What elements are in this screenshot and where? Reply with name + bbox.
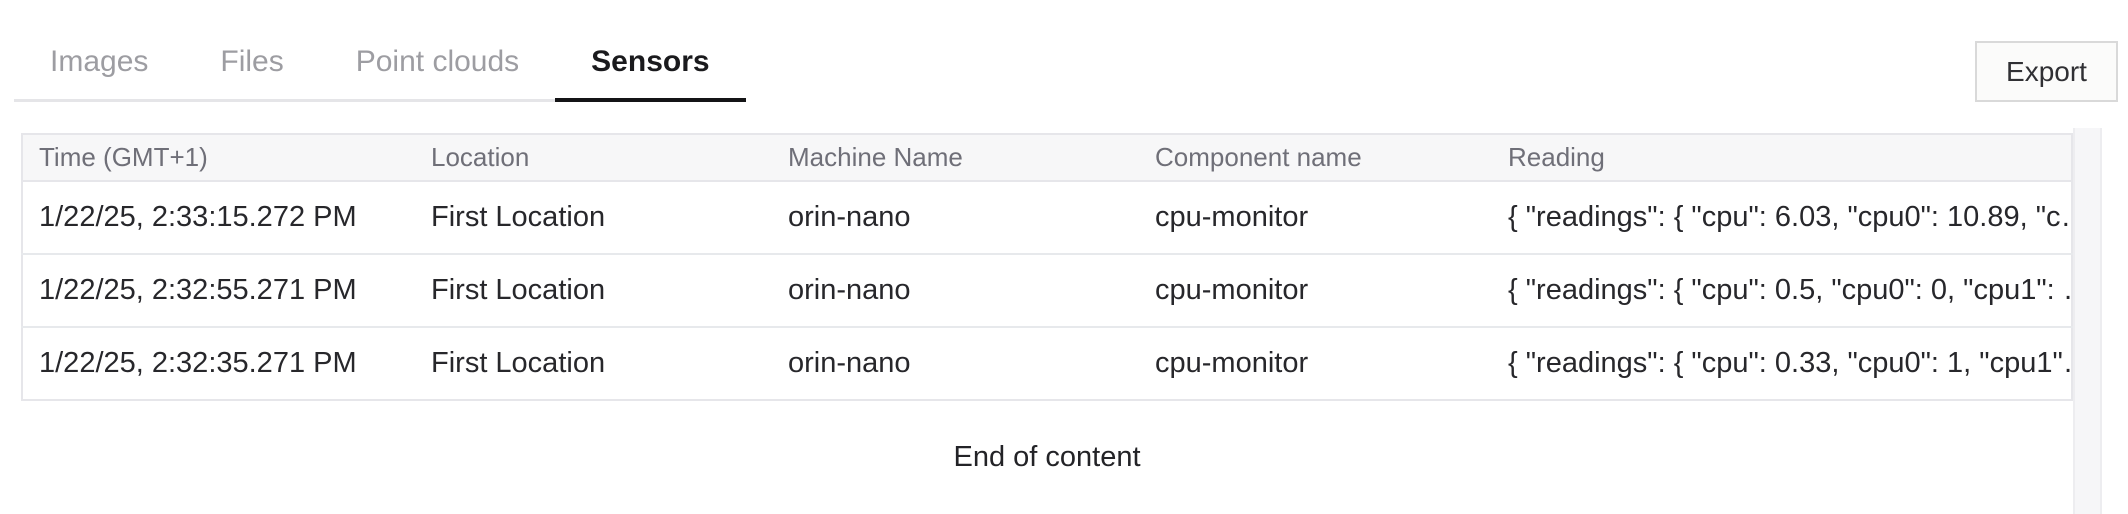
table-row: 1/22/25, 2:33:15.272 PM First Location o… (22, 181, 2072, 254)
column-header-time: Time (GMT+1) (22, 134, 415, 182)
cell-time: 1/22/25, 2:33:15.272 PM (39, 201, 357, 233)
column-header-machine-name: Machine Name (772, 134, 1139, 182)
column-header-location: Location (415, 134, 772, 182)
table-header-row: Time (GMT+1) Location Machine Name Compo… (22, 134, 2072, 182)
tab-point-clouds[interactable]: Point clouds (355, 45, 520, 78)
table-row: 1/22/25, 2:32:35.271 PM First Location o… (22, 326, 2072, 400)
cell-machine-name: orin-nano (772, 326, 1139, 400)
end-of-content-label: End of content (953, 441, 1141, 473)
cell-location: First Location (415, 326, 772, 400)
table-row: 1/22/25, 2:32:55.271 PM First Location o… (22, 253, 2072, 327)
tab-images[interactable]: Images (50, 45, 149, 78)
cell-location: First Location (415, 253, 772, 327)
tab-sensors[interactable]: Sensors (555, 0, 746, 102)
cell-reading: { "readings": { "cpu": 0.5, "cpu0": 0, "… (1492, 253, 2072, 327)
cell-time: 1/22/25, 2:32:35.271 PM (22, 326, 415, 400)
tab-bar: Images Files Point clouds Sensors (14, 0, 746, 102)
cell-component-name: cpu-monitor (1155, 201, 1309, 233)
vertical-scrollbar-track[interactable] (2073, 128, 2102, 514)
cell-reading: { "readings": { "cpu": 6.03, "cpu0": 10.… (1508, 201, 2072, 233)
column-header-reading: Reading (1492, 134, 2072, 182)
cell-component-name: cpu-monitor (1139, 326, 1492, 400)
cell-machine-name: orin-nano (788, 201, 911, 233)
export-button[interactable]: Export (1975, 41, 2118, 102)
cell-location: First Location (431, 201, 606, 233)
sensor-readings-table: Time (GMT+1) Location Machine Name Compo… (21, 133, 2073, 401)
tab-files[interactable]: Files (220, 45, 284, 78)
cell-reading: { "readings": { "cpu": 0.33, "cpu0": 1, … (1492, 326, 2072, 400)
cell-time: 1/22/25, 2:32:55.271 PM (22, 253, 415, 327)
cell-machine-name: orin-nano (772, 253, 1139, 327)
column-header-component-name: Component name (1139, 134, 1492, 182)
sensor-readings-table-container: Time (GMT+1) Location Machine Name Compo… (21, 133, 2073, 401)
cell-component-name: cpu-monitor (1139, 253, 1492, 327)
